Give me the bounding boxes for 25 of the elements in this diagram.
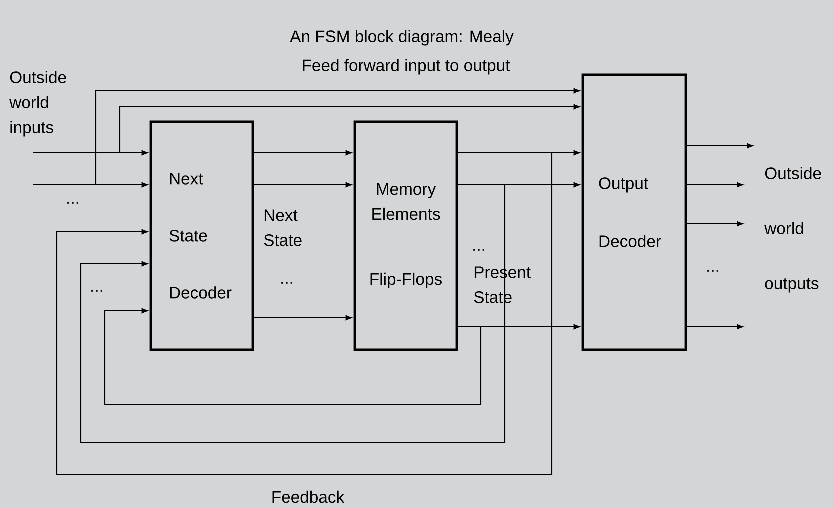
arrow: [33, 104, 580, 154]
ellipsis: ...: [708, 270, 718, 272]
ellipsis: ...: [92, 290, 102, 292]
arrow: [687, 182, 744, 188]
process-box: Memory Elements Flip-Flops: [354, 120, 458, 352]
arrow: [254, 150, 352, 156]
arrow: [254, 182, 352, 188]
arrow: [80, 184, 506, 444]
process-box: Next State Decoder: [150, 120, 254, 352]
arrow: [687, 143, 754, 149]
note-text: Feedback: [272, 490, 345, 504]
ellipsis: ...: [282, 282, 292, 284]
ellipsis: ...: [68, 202, 78, 204]
arrow: [687, 324, 744, 330]
process-box: Output Decoder: [582, 74, 688, 352]
arrow: [687, 221, 744, 227]
arrow: [104, 308, 482, 406]
arrow: [254, 315, 352, 321]
ellipsis: ...: [474, 249, 484, 251]
arrow: [33, 88, 580, 186]
arrow: [56, 152, 553, 476]
note-text: Outside world inputs: [10, 71, 66, 137]
note-text: Feed forward input to output: [303, 59, 510, 75]
title: An FSM block diagram: Mealy: [290, 30, 514, 46]
note-text: Outside world outputs: [764, 167, 822, 293]
